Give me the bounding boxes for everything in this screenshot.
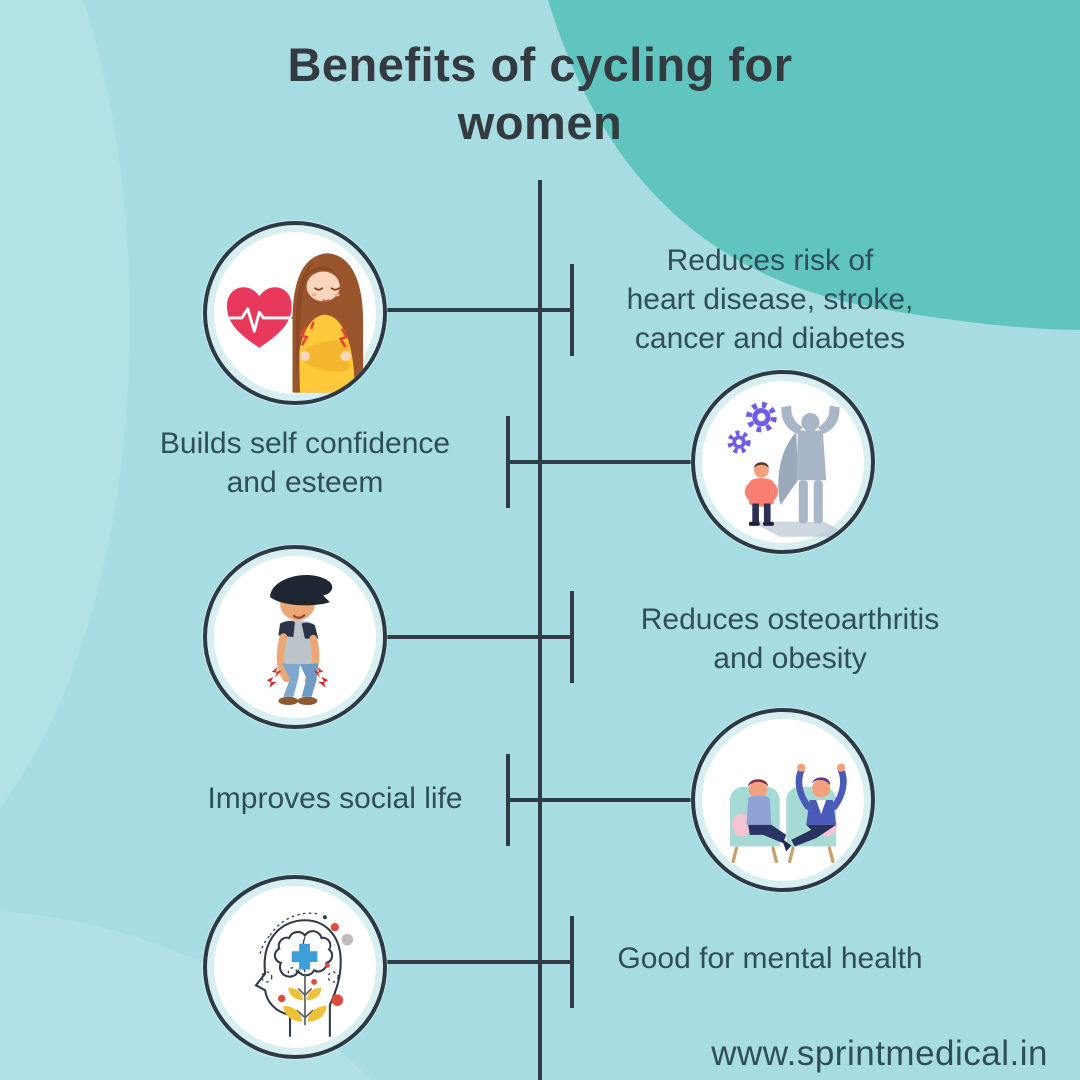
item-circle-social-life bbox=[691, 708, 875, 892]
timeline bbox=[387, 180, 691, 1080]
mind-growth-head-icon bbox=[254, 912, 354, 1037]
heart-ekg-woman-icon bbox=[226, 253, 364, 393]
website-url: www.sprintmedical.in bbox=[711, 1034, 1048, 1073]
page-title: Benefits of cycling for women bbox=[0, 36, 1080, 152]
friends-on-chairs-icon bbox=[729, 763, 847, 864]
knee-pain-man-icon bbox=[266, 574, 333, 706]
item-label-heart-disease: Reduces risk of heart disease, stroke, c… bbox=[555, 241, 985, 358]
page-title-line-1: Benefits of cycling for bbox=[287, 38, 793, 91]
label-line: Reduces risk of bbox=[666, 244, 874, 277]
item-label-mental-health: Good for mental health bbox=[555, 939, 985, 978]
item-label-social-life: Improves social life bbox=[130, 779, 540, 818]
label-line: Good for mental health bbox=[617, 942, 923, 975]
item-circle-osteoarthritis bbox=[203, 545, 387, 729]
superhero-shadow-icon bbox=[727, 401, 852, 537]
item-circle-heart-disease bbox=[203, 221, 387, 405]
item-circle-confidence bbox=[691, 370, 875, 554]
item-label-confidence: Builds self confidence and esteem bbox=[100, 424, 510, 502]
light-blob-top-left bbox=[0, 0, 130, 808]
label-line: Reduces osteoarthritis bbox=[640, 603, 940, 636]
label-line: Improves social life bbox=[207, 782, 463, 815]
label-line: cancer and diabetes bbox=[634, 322, 906, 355]
gears bbox=[727, 401, 777, 454]
label-line: and obesity bbox=[713, 642, 867, 675]
label-line: heart disease, stroke, bbox=[626, 283, 914, 316]
label-line: Builds self confidence bbox=[159, 427, 451, 460]
item-label-osteoarthritis: Reduces osteoarthritis and obesity bbox=[575, 600, 1005, 678]
dark-blob-top-right bbox=[548, 0, 1080, 330]
page-title-line-2: women bbox=[457, 96, 623, 149]
label-line: and esteem bbox=[226, 466, 384, 499]
item-circle-mental-health bbox=[203, 875, 387, 1059]
